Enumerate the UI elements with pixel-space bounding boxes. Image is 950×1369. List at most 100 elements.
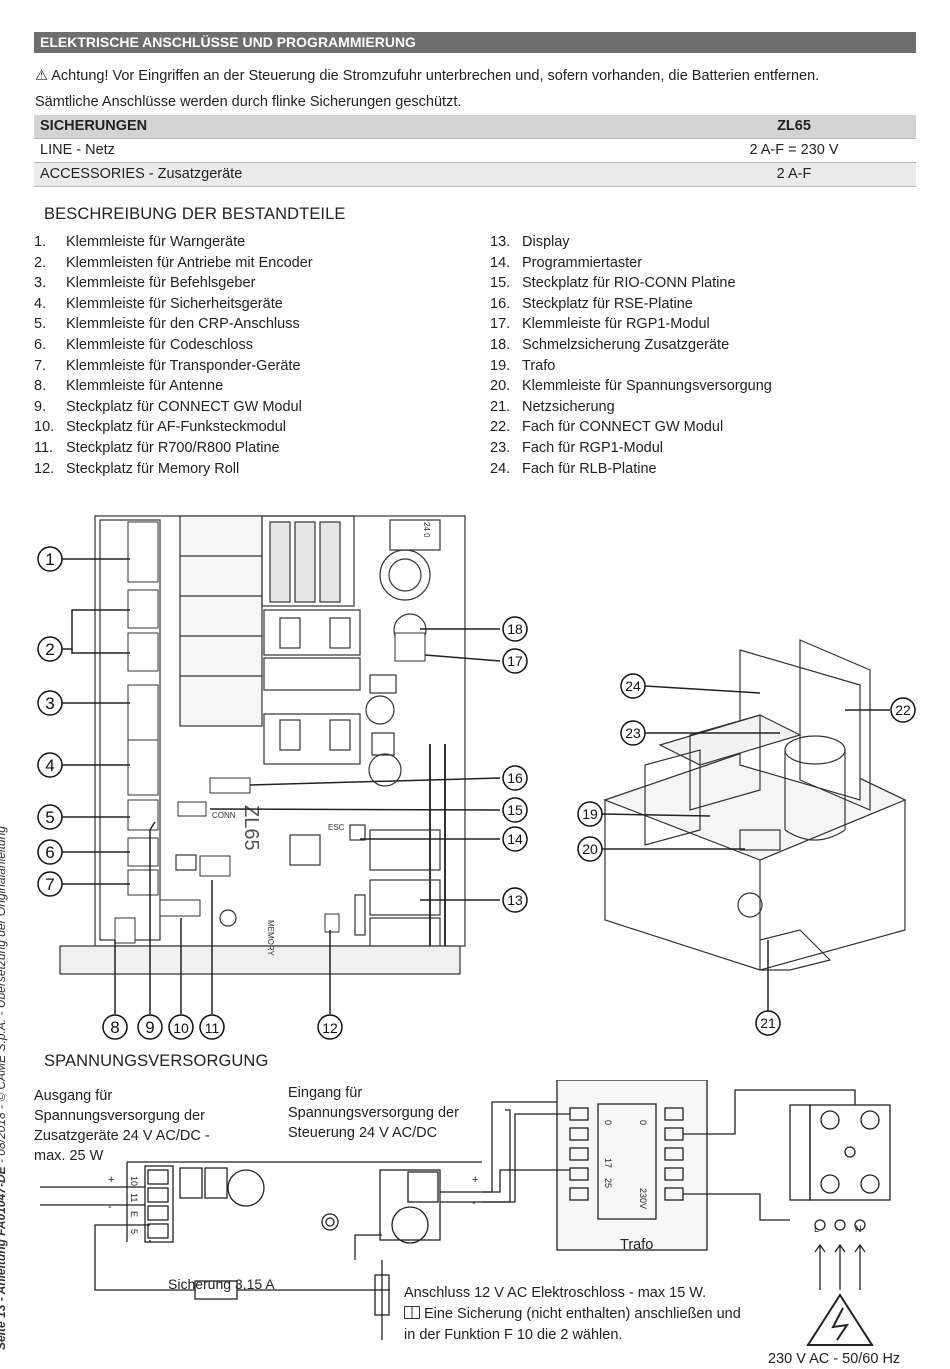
callout-16: 16 [502,765,528,791]
list-item-text: Netzsicherung [522,398,615,415]
callout-22: 22 [890,697,916,723]
list-item-number: 14. [490,254,511,271]
list-item: 7.Klemmleiste für Transponder-Geräte [34,356,454,377]
book-icon [404,1306,420,1319]
list-item-number: 24. [490,460,511,477]
list-item-text: Klemmleiste für Befehlsgeber [66,275,256,292]
fuse-note: Sämtliche Anschlüsse werden durch flinke… [35,94,462,110]
board-24-0-label: 24 0 [422,522,431,538]
lock-line: Anschluss 12 V AC Elektroschloss - max 1… [404,1285,707,1301]
list-item-number: 5. [34,316,47,333]
output-line: max. 25 W [34,1148,104,1164]
input-line: Spannungsversorgung der [288,1105,459,1121]
lock-line: in der Funktion F 10 die 2 wählen. [404,1327,623,1343]
list-item: 21. Netzsicherung [490,397,910,418]
page-footer-vertical: Seite 13 - Anleitung FA01047-DE - 08/201… [0,826,8,1350]
list-item: 9. Steckplatz für CONNECT GW Modul [34,397,454,418]
svg-text:5: 5 [45,808,54,827]
fuse-row-label: ACCESSORIES - Zusatzgeräte [40,166,243,182]
list-item: 24.Fach für RLB-Platine [490,459,910,480]
list-item: 13.Display [490,232,910,253]
list-item-number: 10. [34,419,55,436]
list-item-text: Steckplatz für RSE-Platine [522,295,693,312]
list-item-text: Klemmleiste für Codeschloss [66,336,253,353]
list-item-number: 20. [490,378,511,395]
list-item: 6. Klemmleiste für Codeschloss [34,335,454,356]
svg-text:11: 11 [205,1020,220,1036]
list-item-text: Steckplatz für AF-Funksteckmodul [66,419,286,436]
minus-sign: - [108,1201,112,1213]
list-item-text: Klemmleiste für Sicherheitsgeräte [66,295,283,312]
list-item-number: 6. [34,336,47,353]
fuse-row: ACCESSORIES - Zusatzgeräte 2 A-F [34,163,916,187]
list-item: 22.Fach für CONNECT GW Modul [490,417,910,438]
callout-8: 8 [102,1014,128,1040]
svg-text:19: 19 [582,806,598,822]
svg-text:8: 8 [110,1018,119,1037]
list-item-text: Klemmleiste für Transponder-Geräte [66,357,301,374]
svg-text:2: 2 [45,640,54,659]
list-item-number: 4. [34,295,47,312]
svg-text:16: 16 [507,770,523,786]
list-item: 5.Klemmleiste für den CRP-Anschluss [34,314,454,335]
input-label: Eingang für Spannungsversorgung der Steu… [288,1083,459,1143]
svg-text:22: 22 [895,702,911,718]
callout-11: 11 [199,1014,225,1040]
trafo-tap: 17 [603,1158,613,1168]
callout-7: 7 [37,871,63,897]
callout-19: 19 [577,801,603,827]
svg-text:24: 24 [625,678,641,694]
warning-line: ⚠ Achtung! Vor Eingriffen an der Steueru… [35,67,819,85]
terminal-label-11: 11 [129,1193,139,1202]
list-item-number: 3. [34,275,47,292]
output-label: Ausgang für Spannungsversorgung der Zusa… [34,1086,210,1166]
lock-note: Anschluss 12 V AC Elektroschloss - max 1… [404,1283,741,1346]
copyright-text: - 08/2018 - © CAME S.p.A. - Übersetzung … [0,826,8,1163]
plus-sign: + [472,1174,478,1186]
trafo-tap: 230V [638,1188,648,1209]
list-item: 14. Programmiertaster [490,253,910,274]
callout-9: 9 [137,1014,163,1040]
model-label: ZL65 [240,805,262,851]
svg-text:14: 14 [507,831,523,847]
svg-text:9: 9 [145,1018,154,1037]
list-item-number: 9. [34,398,47,415]
list-item: 17.Klemmleiste für RGP1-Modul [490,314,910,335]
memory-label: MEMORY [266,920,275,957]
list-item: 10. Steckplatz für AF-Funksteckmodul [34,417,454,438]
callout-4: 4 [37,752,63,778]
callout-2: 2 [37,636,63,662]
fuse-label: Sicherung 3,15 A [168,1276,275,1292]
esc-label: ESC [328,823,345,832]
fuse-row-value: 2 A-F = 230 V [749,142,839,158]
callout-12: 12 [317,1014,343,1040]
callout-20: 20 [577,836,603,862]
list-item-text: Klemmleiste für Spannungsversorgung [522,378,772,395]
components-title: BESCHREIBUNG DER BESTANDTEILE [44,205,346,223]
list-item-number: 12. [34,460,55,477]
trafo-tap: 0 [638,1120,648,1125]
svg-text:20: 20 [582,841,598,857]
mains-terminal-n: N [855,1224,862,1234]
list-item-text: Klemmleisten für Antriebe mit Encoder [66,254,313,271]
warning-text: Achtung! Vor Eingriffen an der Steuerung… [51,68,820,84]
conn-label: CONN [212,811,236,820]
mains-terminal-l: L [814,1224,819,1234]
input-line: Eingang für [288,1085,363,1101]
list-item-text: Steckplatz für RIO-CONN Platine [522,275,736,292]
list-item-text: Fach für CONNECT GW Modul [522,419,724,436]
list-item-number: 18. [490,336,511,353]
list-item: 3. Klemmleiste für Befehlsgeber [34,273,454,294]
warning-icon: ⚠ [35,68,48,84]
list-item-text: Schmelzsicherung Zusatzgeräte [522,336,730,353]
list-item-number: 23. [490,439,511,456]
list-item-number: 2. [34,254,47,271]
list-item-text: Klemmleiste für RGP1-Modul [522,316,710,333]
callout-17: 17 [502,648,528,674]
list-item-text: Steckplatz für CONNECT GW Modul [66,398,302,415]
list-item-number: 8. [34,378,47,395]
callout-15: 15 [502,797,528,823]
list-item-text: Programmiertaster [522,254,643,271]
list-item-number: 21. [490,398,511,415]
